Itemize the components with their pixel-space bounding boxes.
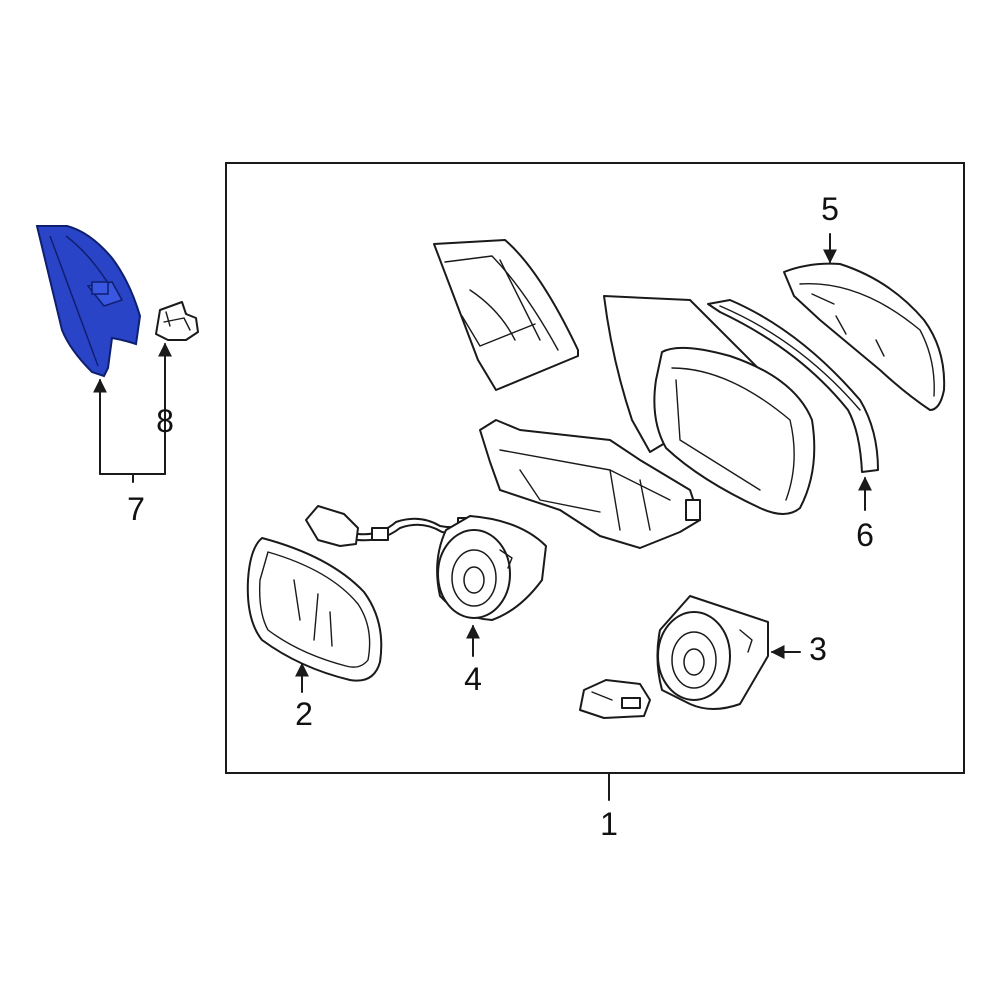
- mirror-housing[interactable]: [603, 295, 816, 515]
- mirror-base-bracket[interactable]: [479, 419, 701, 549]
- callout-7: 7: [127, 491, 145, 527]
- wire-harness[interactable]: [305, 505, 479, 547]
- part-8-clip[interactable]: [155, 301, 199, 341]
- small-clip[interactable]: [579, 679, 651, 719]
- part-4-actuator[interactable]: [436, 515, 547, 621]
- part-2-mirror-glass[interactable]: [246, 537, 383, 682]
- callout-2: 2: [295, 696, 313, 732]
- part-3-actuator[interactable]: [656, 595, 769, 710]
- mirror-cover-frame[interactable]: [433, 239, 579, 391]
- part-7-garnish-highlighted[interactable]: [35, 225, 142, 378]
- part-5-cover-cap[interactable]: [783, 262, 946, 411]
- assembly-frame: [225, 162, 965, 774]
- callout-3: 3: [809, 631, 827, 667]
- callout-1: 1: [600, 806, 618, 842]
- callout-4: 4: [464, 661, 482, 697]
- callout-6: 6: [856, 517, 874, 553]
- leader-7-8: [93, 342, 172, 483]
- callout-8: 8: [156, 403, 174, 439]
- part-6-seal[interactable]: [707, 299, 879, 473]
- callout-5: 5: [821, 191, 839, 227]
